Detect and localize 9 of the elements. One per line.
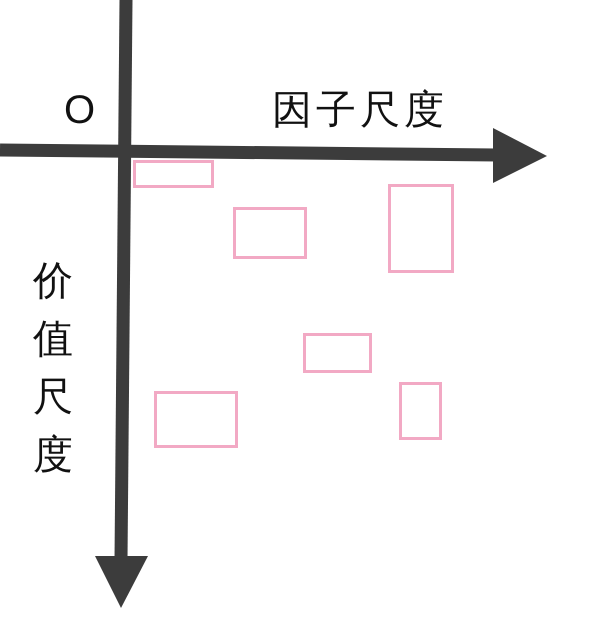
empty-box <box>233 207 307 259</box>
empty-box <box>154 391 238 448</box>
empty-box <box>303 333 372 373</box>
axis-title: 因子尺度 <box>272 86 448 134</box>
empty-box <box>399 382 442 440</box>
axis-title: 价值尺度 <box>33 257 73 479</box>
empty-box <box>388 184 454 273</box>
empty-box <box>133 160 214 188</box>
origin-label: O <box>64 88 96 133</box>
